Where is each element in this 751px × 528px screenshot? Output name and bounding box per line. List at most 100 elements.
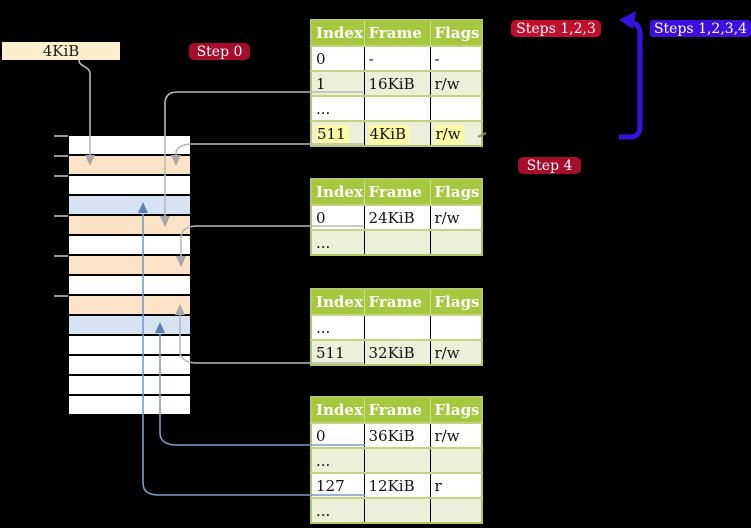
cell-index: 127 <box>311 472 364 498</box>
highlight: r/w <box>434 124 464 144</box>
cell-flags: r/w <box>429 204 482 230</box>
cell-index: ... <box>311 314 364 340</box>
boundary-tick <box>54 155 68 157</box>
page-table-third: Index Frame Flags ... 511 32KiB r/w <box>310 288 483 366</box>
boundary-tick <box>54 255 68 257</box>
table-row: 127 12KiB r <box>311 472 482 498</box>
boundary-tick <box>54 175 68 177</box>
col-header-frame: Frame <box>363 179 430 205</box>
boundary-tick <box>54 295 68 297</box>
memory-row-frame-blue <box>69 196 190 216</box>
memory-row-free <box>69 376 190 396</box>
cell-frame <box>363 497 430 523</box>
memory-column <box>69 136 190 416</box>
page-table-second: Index Frame Flags 0 24KiB r/w ... <box>310 178 483 256</box>
badge-step-0: Step 0 <box>189 43 250 60</box>
cell-index: ... <box>311 229 364 255</box>
table-row: 511 32KiB r/w <box>311 339 482 365</box>
memory-row-free <box>69 356 190 376</box>
cell-frame: - <box>363 45 430 71</box>
memory-row-free <box>69 396 190 416</box>
memory-row-frame-orange <box>69 256 190 276</box>
page-table-top: Index Frame Flags 0 - - 1 16KiB r/w ... … <box>310 19 483 147</box>
col-header-frame: Frame <box>363 397 430 423</box>
table-row-highlighted: 511 4KiB r/w <box>311 120 482 146</box>
cell-frame: 4KiB <box>363 120 430 146</box>
cell-flags <box>429 497 482 523</box>
highlight: 511 <box>316 124 349 144</box>
cell-flags: r/w <box>429 70 482 96</box>
cell-index: 0 <box>311 422 364 448</box>
cell-index: ... <box>311 95 364 121</box>
memory-row-frame-orange <box>69 156 190 176</box>
memory-row-free <box>69 276 190 296</box>
table-row: 1 16KiB r/w <box>311 70 482 96</box>
cell-frame: 32KiB <box>363 339 430 365</box>
table-header-row: Index Frame Flags <box>311 289 482 315</box>
table-row: ... <box>311 229 482 255</box>
table-header-row: Index Frame Flags <box>311 20 482 46</box>
table-header-row: Index Frame Flags <box>311 397 482 423</box>
table-row: ... <box>311 95 482 121</box>
col-header-index: Index <box>311 20 364 46</box>
col-header-frame: Frame <box>363 289 430 315</box>
col-header-flags: Flags <box>429 397 482 423</box>
memory-row-free <box>69 136 190 156</box>
cell-frame <box>363 229 430 255</box>
badge-steps-1-2-3: Steps 1,2,3 <box>511 20 601 37</box>
badge-step-4: Step 4 <box>518 157 581 174</box>
col-header-flags: Flags <box>429 20 482 46</box>
memory-row-frame-blue <box>69 316 190 336</box>
cell-flags: - <box>429 45 482 71</box>
arrowhead-left-icon <box>619 11 636 29</box>
cell-flags <box>429 314 482 340</box>
cell-flags <box>429 447 482 473</box>
cell-flags: r/w <box>429 422 482 448</box>
cell-index: ... <box>311 497 364 523</box>
table-header-row: Index Frame Flags <box>311 179 482 205</box>
cell-index: ... <box>311 447 364 473</box>
table-row: ... <box>311 497 482 523</box>
col-header-index: Index <box>311 397 364 423</box>
cell-flags: r/w <box>429 339 482 365</box>
cell-frame: 24KiB <box>363 204 430 230</box>
cell-frame: 36KiB <box>363 422 430 448</box>
col-header-flags: Flags <box>429 289 482 315</box>
table-row: 0 24KiB r/w <box>311 204 482 230</box>
table-row: 0 36KiB r/w <box>311 422 482 448</box>
memory-row-free <box>69 236 190 256</box>
memory-row-frame-orange <box>69 296 190 316</box>
cell-index: 511 <box>311 120 364 146</box>
memory-row-free <box>69 336 190 356</box>
badge-steps-1-2-3-4: Steps 1,2,3,4 <box>650 20 751 37</box>
highlight: 4KiB <box>368 124 410 144</box>
cell-index: 1 <box>311 70 364 96</box>
memory-row-frame-orange <box>69 216 190 236</box>
col-header-index: Index <box>311 289 364 315</box>
col-header-frame: Frame <box>363 20 430 46</box>
cell-index: 511 <box>311 339 364 365</box>
cell-flags: r/w <box>429 120 482 146</box>
cell-frame: 16KiB <box>363 70 430 96</box>
boundary-tick <box>54 135 68 137</box>
memory-row-free <box>69 176 190 196</box>
big-arrow-to-steps <box>619 19 643 140</box>
cell-frame <box>363 314 430 340</box>
table-row: ... <box>311 447 482 473</box>
table-row: ... <box>311 314 482 340</box>
cell-index: 0 <box>311 204 364 230</box>
table-row: 0 - - <box>311 45 482 71</box>
page-table-bottom: Index Frame Flags 0 36KiB r/w ... 127 12… <box>310 396 483 524</box>
cell-frame <box>363 95 430 121</box>
cell-flags: r <box>429 472 482 498</box>
page-size-label: 4KiB <box>2 42 120 60</box>
col-header-flags: Flags <box>429 179 482 205</box>
cell-index: 0 <box>311 45 364 71</box>
cell-frame <box>363 447 430 473</box>
col-header-index: Index <box>311 179 364 205</box>
boundary-tick <box>54 215 68 217</box>
page-size-text: 4KiB <box>42 42 80 60</box>
cell-frame: 12KiB <box>363 472 430 498</box>
cell-flags <box>429 229 482 255</box>
